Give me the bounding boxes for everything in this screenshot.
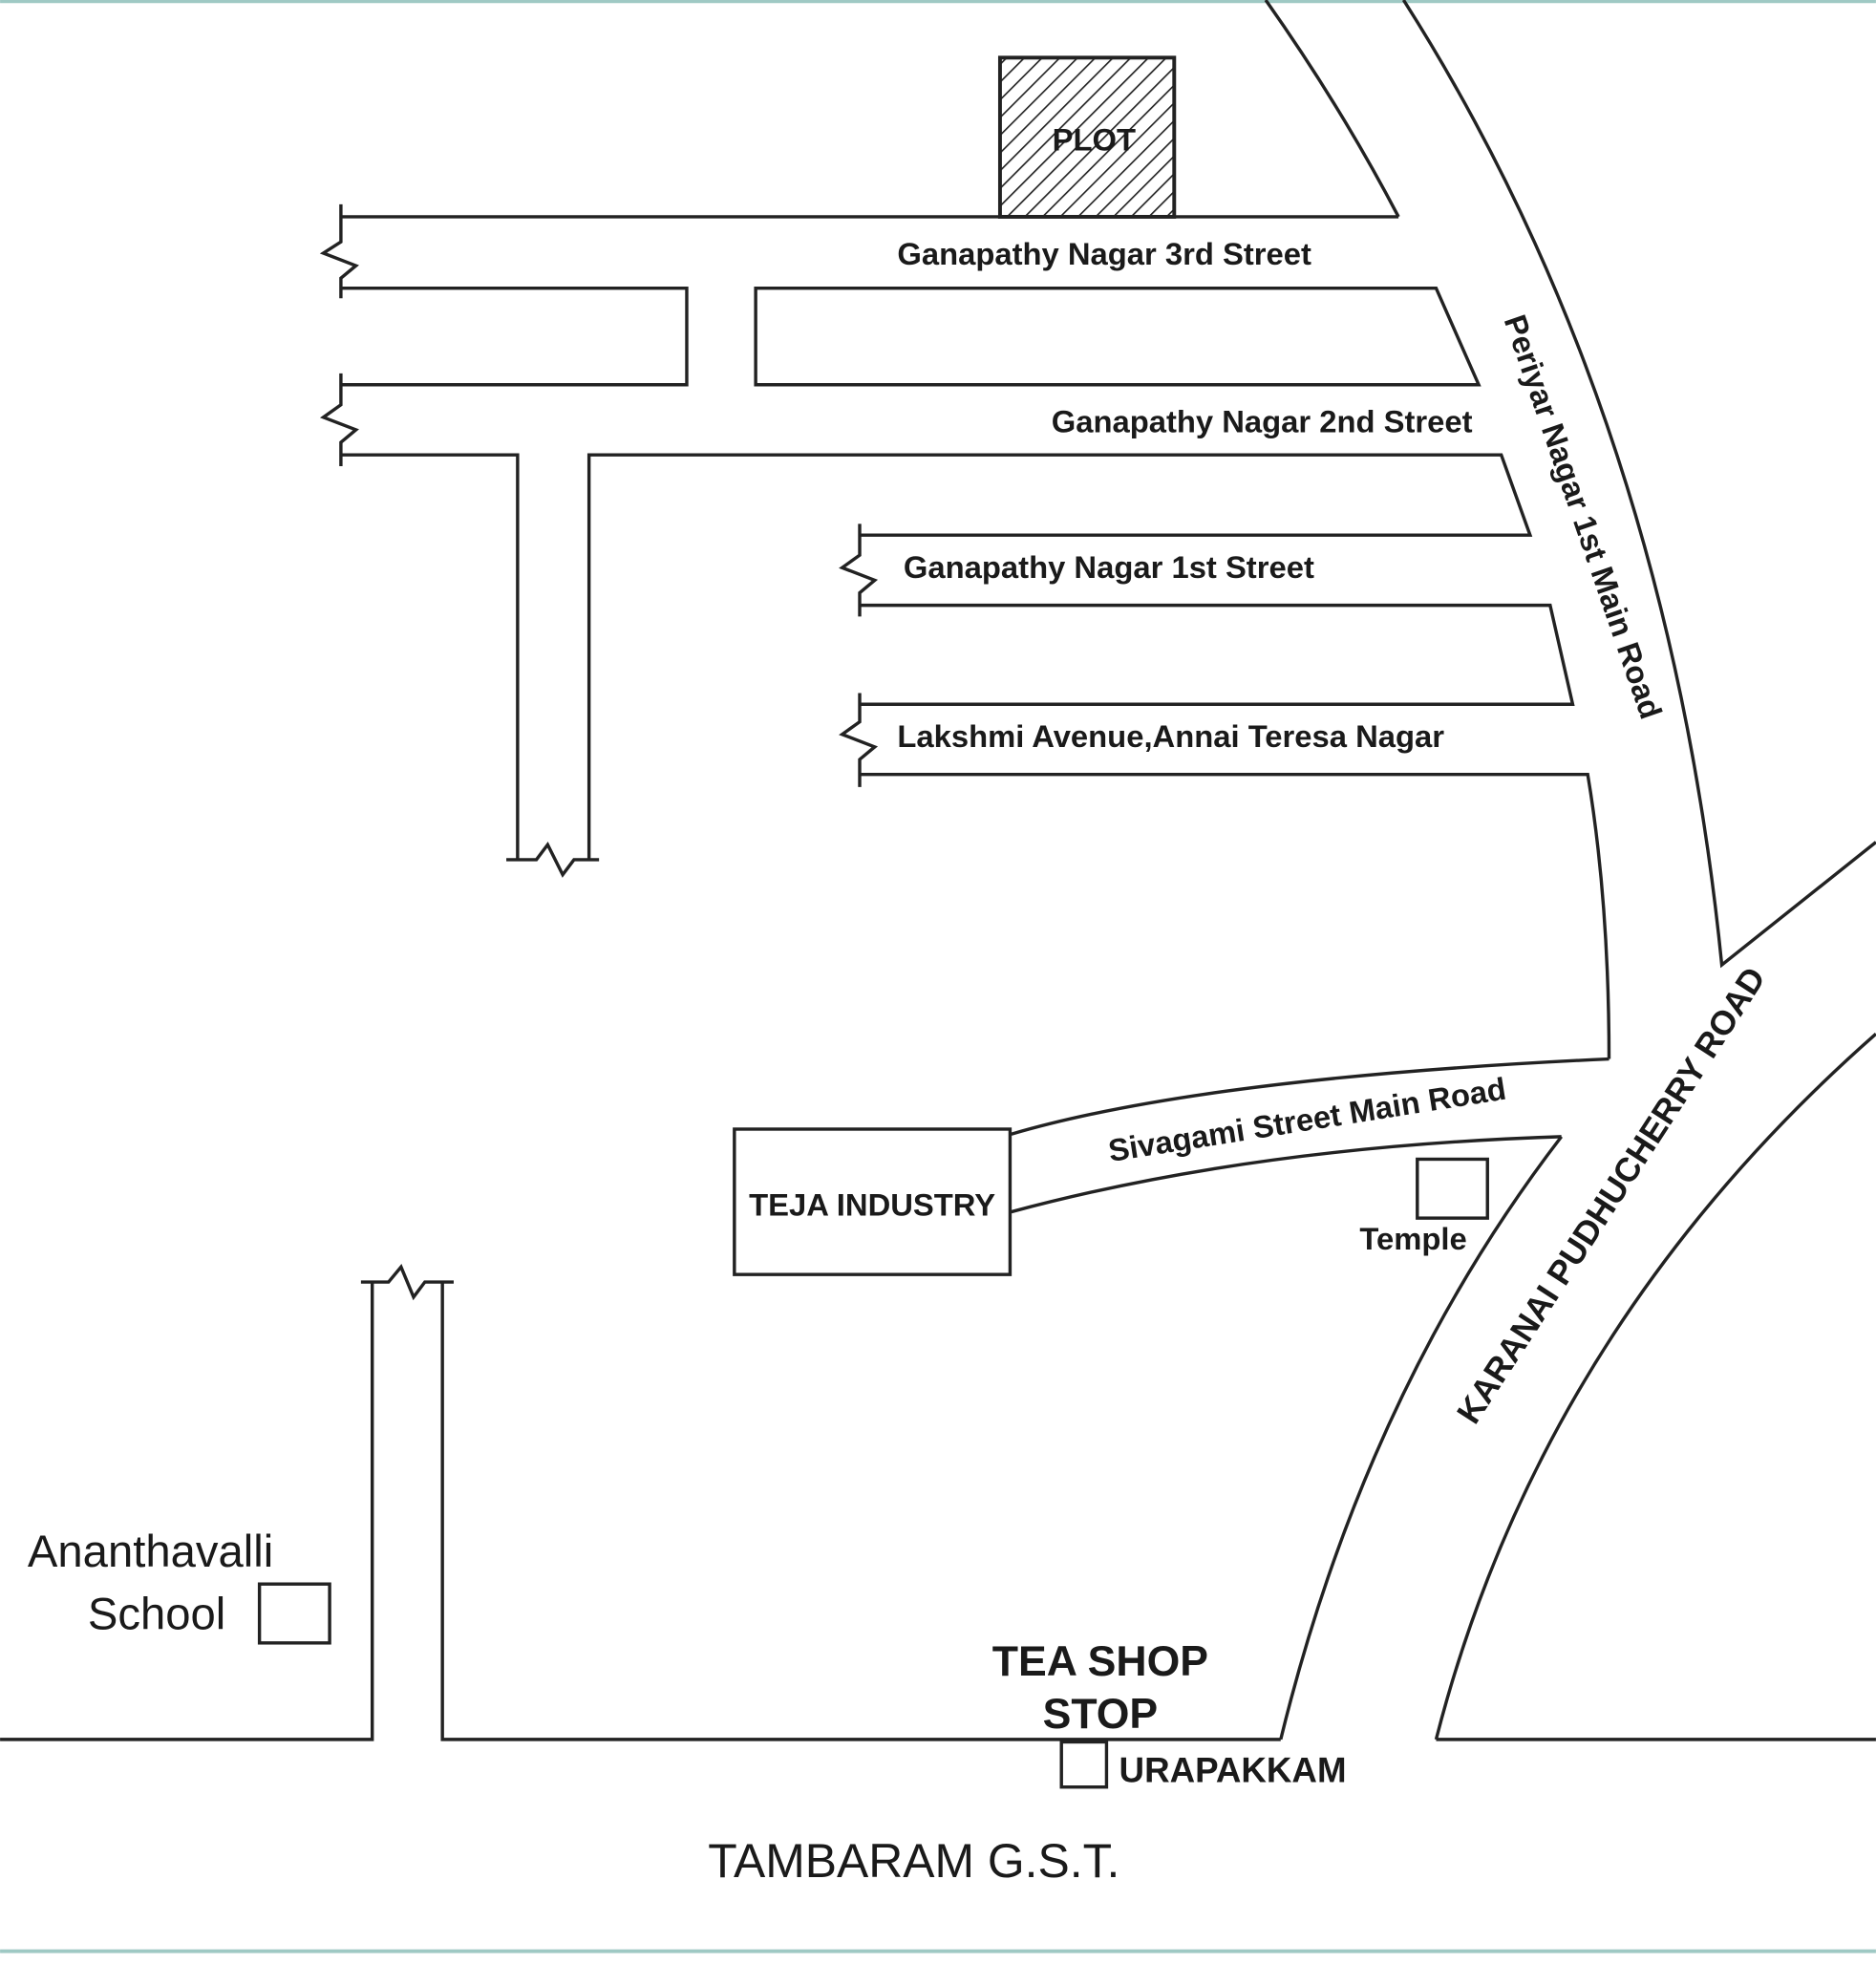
plot-label: PLOT: [1053, 121, 1136, 157]
street-label-3rd: Ganapathy Nagar 3rd Street: [897, 236, 1311, 271]
school-label-line1: Ananthavalli: [28, 1527, 273, 1577]
street-label-lakshmi: Lakshmi Avenue,Annai Teresa Nagar: [897, 718, 1444, 754]
road-label-karanai: KARANAI PUDHUCHERRY ROAD: [1449, 960, 1773, 1430]
tea-shop-stop: TEA SHOP STOP URAPAKKAM: [992, 1638, 1347, 1790]
temple-label: Temple: [1359, 1221, 1466, 1256]
street-label-1st: Ganapathy Nagar 1st Street: [904, 549, 1314, 585]
street-label-2nd: Ganapathy Nagar 2nd Street: [1052, 404, 1473, 439]
teja-industry: TEJA INDUSTRY: [733, 1127, 1013, 1276]
teja-label: TEJA INDUSTRY: [749, 1187, 995, 1223]
school-label-line2: School: [88, 1589, 225, 1639]
teashop-label-line2: STOP: [1043, 1691, 1159, 1738]
street-label-sivagami: Sivagami Street Main Road: [1106, 1071, 1508, 1168]
teashop-label-line1: TEA SHOP: [992, 1638, 1208, 1685]
road-network: [0, 0, 1876, 1741]
road-label-tambaram: TAMBARAM G.S.T.: [708, 1834, 1119, 1888]
plot: PLOT: [997, 55, 1177, 219]
temple: Temple: [1359, 1157, 1489, 1256]
school: Ananthavalli School: [28, 1527, 331, 1645]
urapakkam-label: URAPAKKAM: [1119, 1750, 1347, 1789]
